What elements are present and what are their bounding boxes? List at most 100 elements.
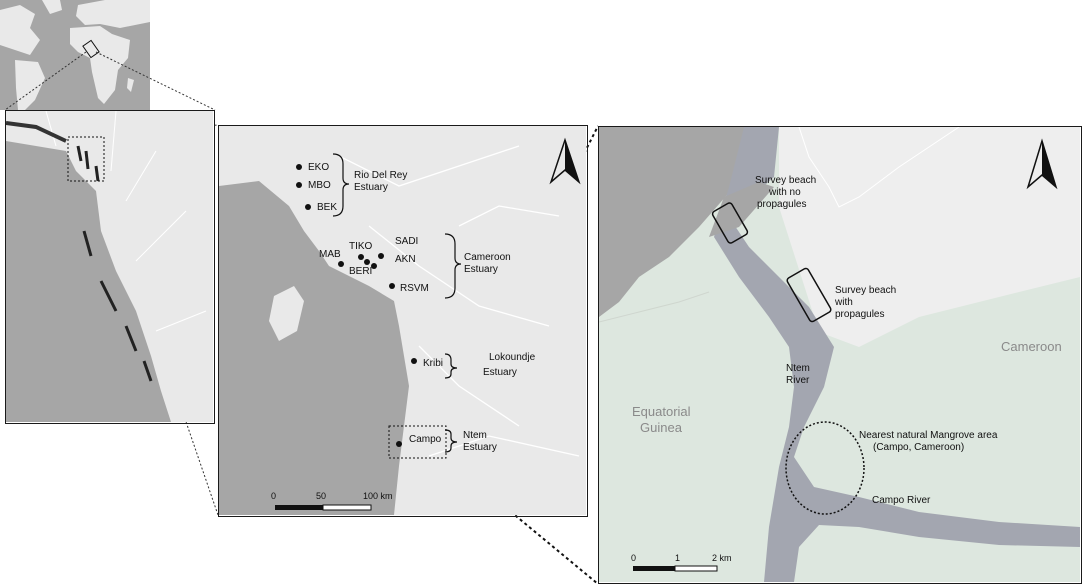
sea [599, 127, 749, 317]
light-land [779, 127, 1080, 347]
brace-lokoundje [444, 353, 458, 379]
site-label: MAB [319, 249, 341, 260]
site-marker [411, 358, 417, 364]
site-label: MBO [308, 180, 331, 191]
scale-tick: 0 [271, 491, 276, 501]
beach-label-line1: Survey beach [755, 175, 816, 186]
site-beri[interactable]: BERI [349, 259, 372, 277]
scale-tick: 2 km [712, 553, 732, 563]
site-bek[interactable]: BEK [305, 202, 337, 213]
beach-box [711, 202, 749, 244]
site-rsvm[interactable]: RSVM [389, 283, 429, 294]
border-line [798, 127, 960, 208]
landmass-eurasia [76, 0, 150, 28]
mangrove-label-line1: Nearest natural Mangrove area [859, 430, 998, 441]
site-marker [364, 259, 370, 265]
site-marker [338, 261, 344, 267]
site-mab[interactable]: MAB [319, 249, 344, 267]
site-label: Campo [409, 434, 442, 445]
brace-rio-del-rey [332, 153, 350, 217]
site-label: BEK [317, 202, 337, 213]
scale-tick: 1 [675, 553, 680, 563]
site-marker [358, 254, 364, 260]
world-map [0, 0, 150, 110]
campo-region-box [388, 425, 447, 459]
site-marker [296, 164, 302, 170]
beach-label-line1: Survey beach [835, 285, 896, 296]
location-box [82, 39, 100, 59]
ntem-river [714, 127, 1080, 582]
site-marker [371, 263, 377, 269]
estuary-label-line1: Cameroon [464, 252, 511, 263]
scale-tick: 50 [316, 491, 326, 501]
site-tiko[interactable]: TIKO [349, 241, 373, 260]
landmass-americas-north [0, 5, 40, 55]
site-label: AKN [395, 254, 416, 265]
site-marker [378, 253, 384, 259]
north-arrow-icon [1026, 138, 1058, 190]
mangrove-coast [82, 230, 153, 382]
ntem-river-label-line1: Ntem [786, 363, 810, 374]
site-marker [396, 441, 402, 447]
country-eq-guinea-line2: Guinea [640, 420, 683, 435]
beach-label-line3: propagules [757, 199, 806, 210]
regional-map-svg: EKO MBO BEK TIKO SADI MAB AKN BERI [219, 126, 586, 515]
ntem-river-label-line2: River [786, 375, 810, 386]
estuary-label-line2: Estuary [464, 264, 498, 275]
beach-label-line2: with no [768, 187, 801, 198]
brace-ntem [444, 429, 458, 453]
country-cameroon: Cameroon [1001, 339, 1062, 354]
region-box [67, 136, 105, 182]
scale-bar: 0 50 100 km [271, 491, 393, 511]
detail-map: Survey beach with no propagules Survey b… [598, 126, 1082, 584]
north-arrow-icon [549, 137, 581, 185]
campo-river-label: Campo River [872, 495, 931, 506]
estuary-label-line2: Estuary [483, 367, 517, 378]
regional-map: EKO MBO BEK TIKO SADI MAB AKN BERI [218, 125, 588, 517]
site-sadi[interactable]: SADI [378, 236, 418, 259]
site-label: Kribi [423, 358, 443, 369]
estuary-label-line2: Estuary [463, 442, 497, 453]
site-label: RSVM [400, 283, 429, 294]
estuary-label-line1: Lokoundje [489, 352, 536, 363]
landmass-africa [6, 111, 213, 422]
country-eq-guinea-line1: Equatorial [632, 404, 691, 419]
site-label: EKO [308, 162, 329, 173]
site-eko[interactable]: EKO [296, 162, 329, 173]
west-africa-map [6, 111, 213, 422]
site-label: BERI [349, 266, 372, 277]
landmass-greenland [42, 0, 62, 14]
world-map-inset [0, 0, 150, 110]
site-marker [305, 204, 311, 210]
estuary-label-line2: Estuary [354, 182, 388, 193]
brace-cameroon [444, 233, 462, 299]
sea [219, 181, 409, 515]
scale-bar: 0 1 2 km [631, 553, 732, 572]
estuary-label-line1: Ntem [463, 430, 487, 441]
detail-map-svg: Survey beach with no propagules Survey b… [599, 127, 1080, 582]
survey-beach-with-propagules[interactable]: Survey beach with propagules [786, 267, 896, 323]
site-label: SADI [395, 236, 418, 247]
beach-box [786, 267, 832, 323]
coast-line [599, 291, 710, 323]
scale-tick: 100 km [363, 491, 393, 501]
beach-label-line2: with [834, 297, 853, 308]
site-marker [389, 283, 395, 289]
mangrove-coast [6, 121, 67, 143]
west-africa-inset [5, 110, 215, 424]
mangrove-area-outline[interactable] [785, 421, 865, 515]
mangrove-coast [76, 145, 100, 182]
site-kribi[interactable]: Kribi [411, 358, 443, 369]
site-mbo[interactable]: MBO [296, 180, 331, 191]
site-campo[interactable]: Campo [396, 434, 442, 447]
roads [338, 145, 580, 457]
country-borders [45, 111, 207, 332]
scale-tick: 0 [631, 553, 636, 563]
island-bioko [269, 286, 304, 341]
site-marker [296, 182, 302, 188]
site-akn[interactable]: AKN [371, 254, 416, 269]
estuary-mouth [709, 182, 774, 237]
survey-beach-no-propagules[interactable]: Survey beach with no propagules [711, 175, 816, 244]
beach-label-line3: propagules [835, 309, 884, 320]
site-label: TIKO [349, 241, 373, 252]
